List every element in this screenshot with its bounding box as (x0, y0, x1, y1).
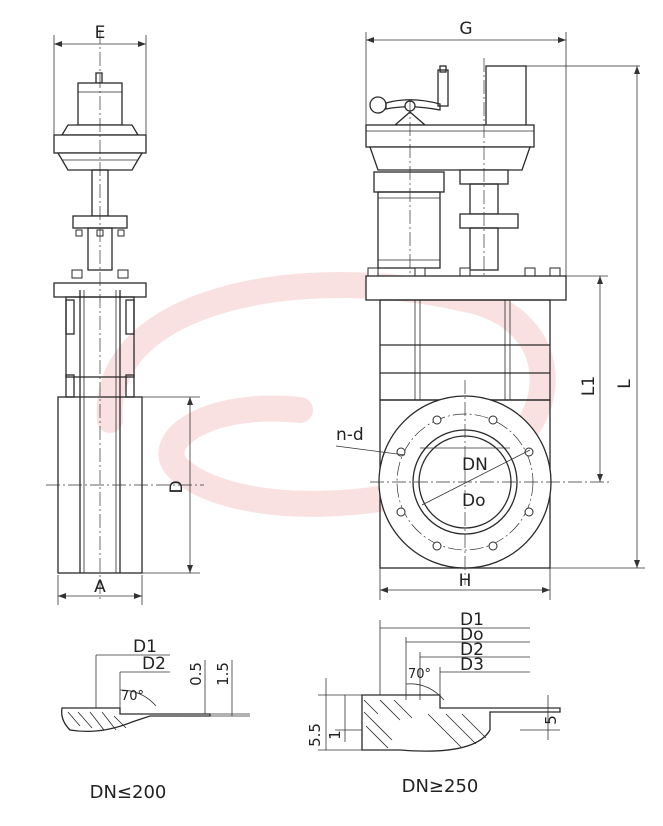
side-nut (117, 229, 125, 237)
bonnet-nut (367, 267, 379, 277)
large-label-d3: D3 (460, 655, 484, 675)
large-label-1: 1 (326, 730, 344, 740)
small-label-15: 1.5 (214, 662, 232, 686)
dimension-e: E (53, 23, 147, 135)
side-actuator-taper (56, 152, 144, 171)
label-l1: L1 (579, 376, 599, 396)
large-label-do: Do (460, 625, 484, 645)
label-d: D (167, 480, 187, 493)
large-label-d2: D2 (460, 640, 484, 660)
detail-small: D1 D2 70° 0.5 1.5 DN≤200 (61, 637, 250, 803)
side-guide (125, 299, 135, 335)
label-do: Do (462, 491, 486, 511)
handle-grip-top (439, 65, 447, 73)
bolt-hole (488, 415, 498, 425)
motor-body (377, 191, 441, 269)
handle-grip (437, 69, 449, 107)
label-h: H (459, 571, 472, 591)
stem-flange (459, 213, 519, 229)
handle-arm (385, 99, 441, 111)
bonnet-flange (365, 275, 567, 301)
large-label-55: 5.5 (306, 723, 324, 747)
bolt-hole (488, 541, 498, 551)
small-label-05: 0.5 (187, 662, 205, 686)
small-angle-arc (119, 689, 157, 707)
bolt-hole (396, 507, 406, 517)
caption-small: DN≤200 (90, 782, 167, 803)
do-leader (421, 449, 531, 506)
label-l: L (615, 379, 635, 389)
front-view: DN Do n-d (335, 58, 640, 585)
label-dn: DN (462, 455, 488, 475)
dimension-d: D (142, 396, 200, 574)
large-seat-section (361, 694, 561, 752)
bonnet-nut (459, 267, 471, 277)
dimension-h: H (379, 568, 551, 600)
nd-leader (335, 445, 406, 456)
side-nut (71, 269, 83, 279)
side-view (46, 30, 204, 600)
bolt-hole (432, 415, 442, 425)
bonnet-nut (414, 267, 426, 277)
bonnet-nut (524, 267, 536, 277)
side-nut (75, 229, 83, 237)
label-a: A (94, 577, 106, 597)
caption-large: DN≥250 (402, 776, 479, 797)
label-e: E (95, 23, 106, 43)
small-label-angle: 70° (121, 689, 144, 704)
label-g: G (459, 19, 472, 39)
motor-cap (373, 171, 445, 193)
large-angle-arc (405, 683, 445, 701)
bonnet-nut (549, 267, 561, 277)
bolt-hole (524, 447, 534, 457)
large-hatching (363, 699, 487, 749)
large-label-5: 5 (542, 715, 560, 725)
handle-knob (369, 96, 387, 114)
large-label-angle: 70° (408, 667, 431, 682)
dimension-g: G (365, 19, 567, 276)
side-stem-top (95, 72, 103, 84)
label-nd: n-d (336, 425, 364, 445)
actuator-cylinder (485, 65, 527, 127)
side-nut (117, 269, 129, 279)
small-seat-section (61, 707, 211, 732)
gear-housing-top (365, 124, 535, 148)
bolt-hole (524, 507, 534, 517)
detail-large: D1 Do D2 D3 70° 5.5 1 5 DN≥250 (306, 610, 561, 797)
side-guide (65, 374, 75, 398)
small-label-d1: D1 (133, 637, 157, 657)
dimension-a: A (57, 575, 143, 605)
dimension-l1: L1 (566, 275, 608, 482)
gear-housing-base (369, 146, 531, 171)
dimension-l: L (550, 66, 645, 569)
bolt-hole (432, 541, 442, 551)
small-label-d2: D2 (142, 654, 166, 674)
side-guide (65, 299, 75, 335)
large-label-d1: D1 (460, 610, 484, 630)
small-hatching (67, 711, 127, 731)
